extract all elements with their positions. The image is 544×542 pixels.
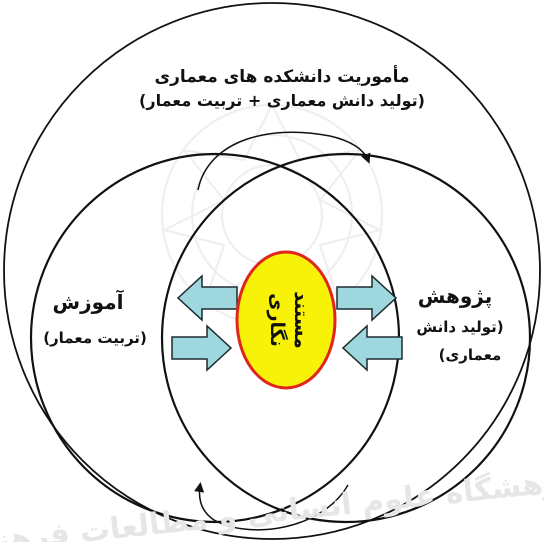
research-label: پژوهش [418, 284, 493, 309]
research-sublabel-line1: (تولید دانش [416, 318, 503, 336]
arrow-education-to-center-bottom [172, 326, 231, 370]
watermark-text: پژوهشگاه علوم انسانی و مطالعات فرهنگی [0, 461, 544, 542]
research-sublabel-line2: معماری) [439, 346, 502, 364]
education-sublabel: (تربیت معمار) [43, 329, 147, 347]
arrow-research-to-center-bottom [343, 326, 402, 370]
center-label-line1: مستند [290, 291, 312, 349]
diagram-title-line1: مأموریت دانشکده های معماری [154, 65, 409, 87]
education-label: آموزش [53, 289, 125, 314]
diagram-title-line2: (تولید دانش معماری + تربیت معمار) [139, 91, 425, 110]
center-label-line2: نگاری [266, 293, 289, 347]
arrow-center-to-research-top [337, 276, 396, 320]
top-cycle-arrow [198, 132, 368, 190]
